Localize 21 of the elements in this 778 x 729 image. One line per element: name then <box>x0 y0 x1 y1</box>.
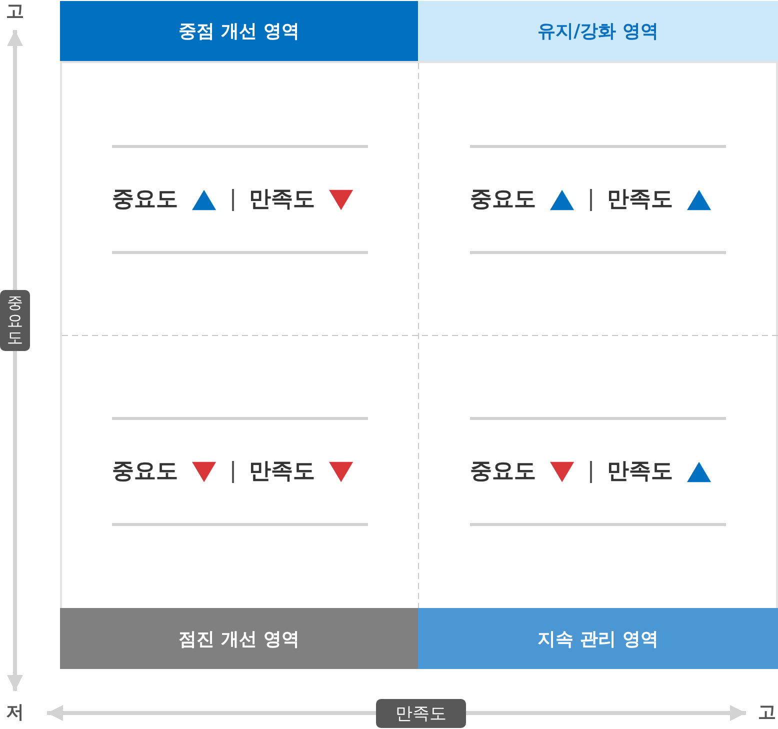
region-header: 중점 개선 영역 <box>60 1 418 61</box>
rating-label: 만족도 <box>248 188 315 210</box>
rating-label: 중요도 <box>112 460 178 482</box>
rating-label: 중요도 <box>470 460 536 482</box>
axis-end-label: 저 <box>5 701 25 725</box>
axis-title: 만족도 <box>376 699 466 728</box>
rating-panel <box>470 417 726 526</box>
axis-title: 중요도 <box>0 290 30 351</box>
rating-label: 만족도 <box>248 460 315 482</box>
region-footer: 지속 관리 영역 <box>418 608 778 669</box>
rating-label: 만족도 <box>606 460 673 482</box>
axis-end-label: 고 <box>757 701 777 725</box>
region-footer: 점진 개선 영역 <box>60 608 418 669</box>
rating-panel <box>112 417 368 526</box>
rating-label: 만족도 <box>606 188 673 210</box>
rating-label: 중요도 <box>112 188 178 210</box>
rating-label: 중요도 <box>470 188 536 210</box>
rating-panel <box>112 145 368 254</box>
region-header: 유지/강화 영역 <box>418 1 778 61</box>
rating-panel <box>470 145 726 254</box>
axis-end-label: 고 <box>5 0 25 24</box>
